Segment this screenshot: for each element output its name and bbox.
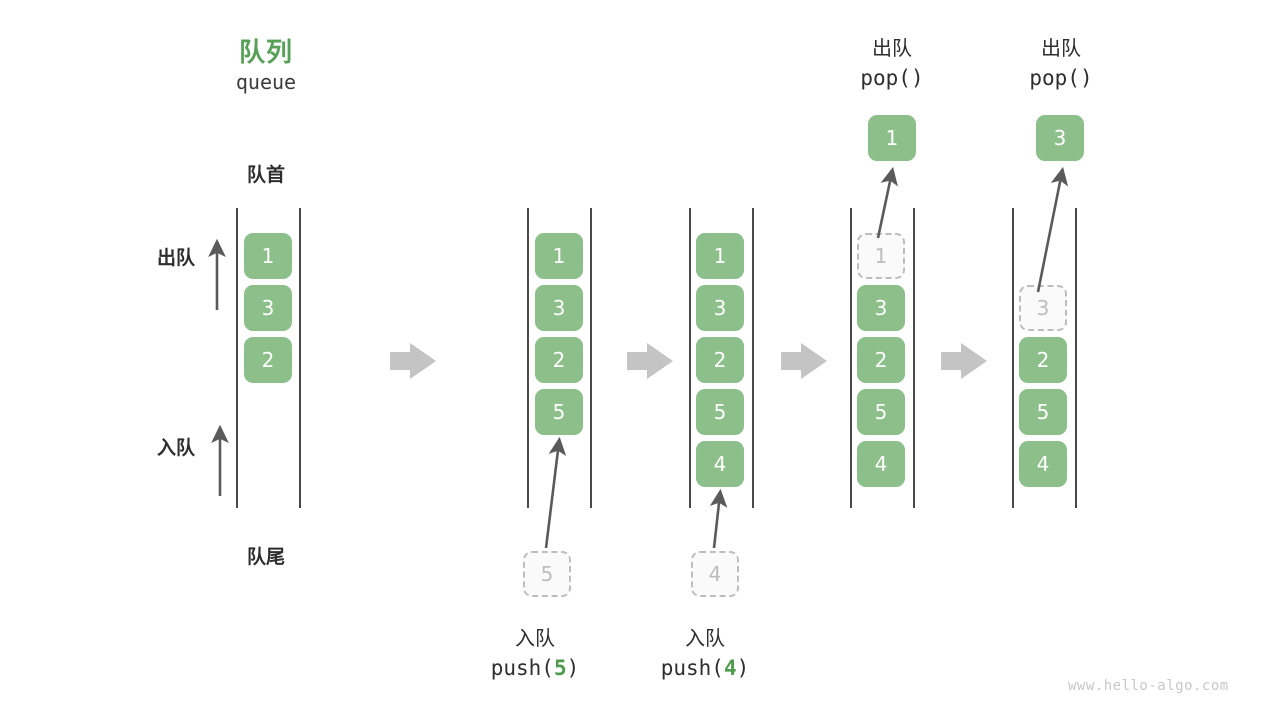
queue-rail-left-3: [689, 208, 691, 508]
queue-title-cn: 队列: [238, 38, 293, 68]
enqueue-direction-label: 入队: [156, 437, 195, 459]
push-code-arg: 5: [553, 656, 567, 680]
queue-cell: 3: [535, 285, 583, 331]
queue-cell: 5: [696, 389, 744, 435]
queue-rail-right-2: [590, 208, 592, 508]
push-code-suffix: ): [566, 656, 580, 680]
push-label-cn-1: 入队: [515, 626, 555, 650]
queue-rail-left-4: [850, 208, 852, 508]
queue-cell: 1: [696, 233, 744, 279]
queue-rail-right-3: [752, 208, 754, 508]
queue-title-en: queue: [235, 70, 297, 94]
pop-label-cn-2: 出队: [1041, 36, 1081, 60]
queue-rail-left-1: [236, 208, 238, 508]
outgoing-element: 3: [1036, 115, 1084, 161]
queue-cell: 5: [535, 389, 583, 435]
push-code-prefix: push(: [490, 656, 554, 680]
push-code-prefix: push(: [660, 656, 724, 680]
queue-cell: 2: [244, 337, 292, 383]
outgoing-element: 1: [868, 115, 916, 161]
queue-cell: 2: [696, 337, 744, 383]
queue-cell: 5: [857, 389, 905, 435]
pop-code-prefix: pop(: [860, 66, 911, 90]
pop-label-cn-1: 出队: [872, 36, 912, 60]
queue-cell: 4: [1019, 441, 1067, 487]
queue-cell: 2: [1019, 337, 1067, 383]
pop-arrow-icon-1: [876, 166, 898, 239]
queue-cell: 3: [244, 285, 292, 331]
pop-code-suffix: ): [1079, 66, 1093, 90]
queue-cell: 1: [857, 233, 905, 279]
queue-rail-left-5: [1012, 208, 1014, 508]
transition-arrow-right-icon: [390, 343, 436, 379]
transition-arrow-right-icon: [941, 343, 987, 379]
queue-cell: 4: [696, 441, 744, 487]
queue-cell: 5: [1019, 389, 1067, 435]
queue-rail-right-4: [913, 208, 915, 508]
push-code-1: push(5): [455, 656, 615, 680]
watermark: www.hello-algo.com: [1068, 678, 1229, 694]
queue-rail-right-1: [299, 208, 301, 508]
pop-code-suffix: ): [910, 66, 924, 90]
pop-arrow-icon-2: [1036, 166, 1069, 293]
push-arrow-icon-2: [709, 488, 728, 549]
queue-cell: 1: [244, 233, 292, 279]
transition-arrow-right-icon: [627, 343, 673, 379]
queue-rail-left-2: [527, 208, 529, 508]
incoming-element: 4: [691, 551, 739, 597]
pop-code-prefix: pop(: [1029, 66, 1080, 90]
push-label-cn-2: 入队: [685, 626, 725, 650]
push-code-2: push(4): [625, 656, 785, 680]
queue-cell: 3: [857, 285, 905, 331]
push-arrow-icon-1: [544, 436, 567, 549]
push-code-suffix: ): [736, 656, 750, 680]
queue-cell: 3: [1019, 285, 1067, 331]
queue-cell: 2: [535, 337, 583, 383]
queue-rail-right-5: [1075, 208, 1077, 508]
pop-code-2: pop(): [981, 66, 1141, 90]
front-label: 队首: [246, 164, 285, 186]
push-code-arg: 4: [723, 656, 737, 680]
rear-label: 队尾: [246, 546, 285, 568]
pop-code-1: pop(): [812, 66, 972, 90]
queue-cell: 3: [696, 285, 744, 331]
transition-arrow-right-icon: [781, 343, 827, 379]
dequeue-direction-label: 出队: [156, 247, 195, 269]
incoming-element: 5: [523, 551, 571, 597]
queue-cell: 4: [857, 441, 905, 487]
queue-cell: 1: [535, 233, 583, 279]
queue-cell: 2: [857, 337, 905, 383]
